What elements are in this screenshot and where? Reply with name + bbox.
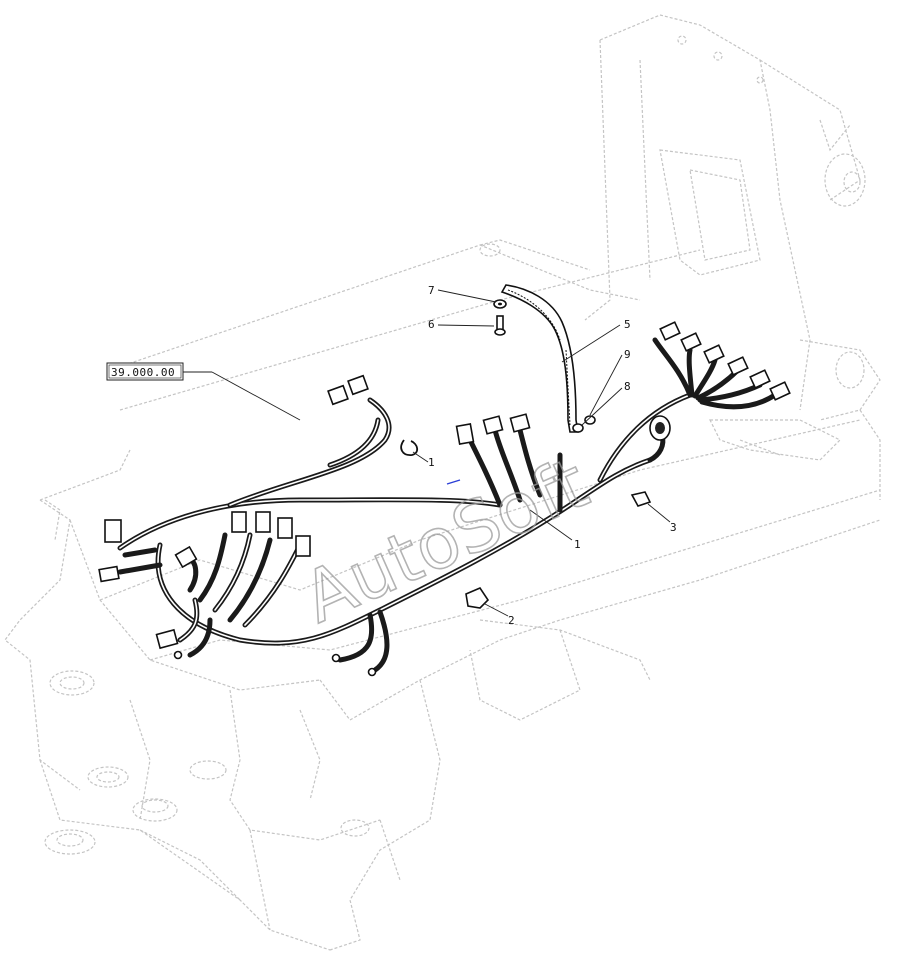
- callout-9: 9: [624, 348, 631, 361]
- bracket-strap: [493, 284, 596, 433]
- callout-1-clip: 1: [428, 456, 435, 469]
- callout-1: 1: [574, 538, 581, 551]
- chassis-ghost-outline: [4, 14, 881, 951]
- callout-6: 6: [428, 318, 435, 331]
- leader-lines: [183, 289, 671, 617]
- callout-numbers: 1 1 2 3 5 6 7 8 9: [428, 284, 677, 627]
- watermark-logo: AutoSoft: [291, 442, 599, 639]
- callout-7: 7: [428, 284, 435, 297]
- callout-5: 5: [624, 318, 631, 331]
- callout-3: 3: [670, 521, 677, 534]
- reference-box: 39.000.00: [106, 362, 184, 381]
- callout-8: 8: [624, 380, 631, 393]
- reference-box-label: 39.000.00: [111, 366, 175, 379]
- callout-2: 2: [508, 614, 515, 627]
- connectors: [98, 321, 791, 677]
